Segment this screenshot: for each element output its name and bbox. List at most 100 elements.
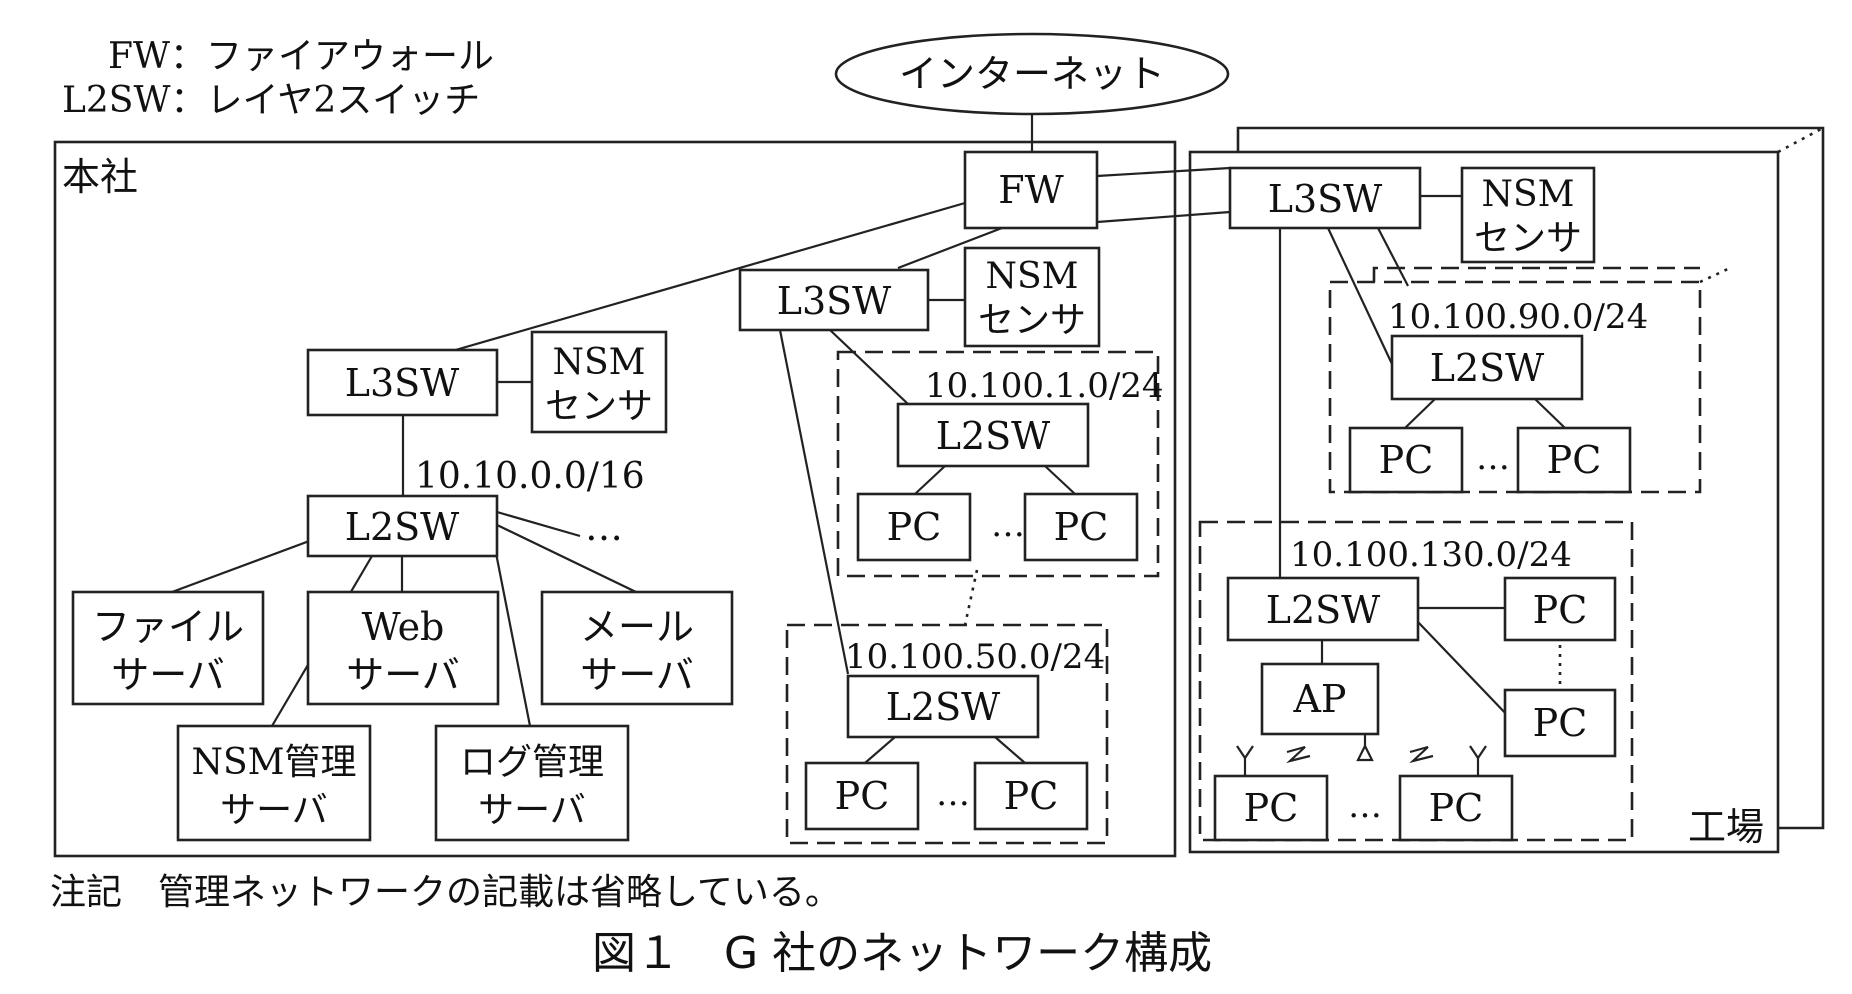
l3sw-office-node [738, 268, 930, 332]
seg90-pc1-label: PC [1379, 438, 1434, 482]
legend-fw: FW：ファイアウォール [108, 36, 494, 77]
seg1-ellipsis: … [991, 505, 1025, 545]
link-seg1-pc2 [1044, 465, 1076, 495]
nsm-sensor-office-line1: NSM [985, 256, 1078, 297]
seg90-net-label: 10.100.90.0/24 [1388, 297, 1648, 337]
web-server-line1: Web [362, 605, 445, 649]
nsm-mgmt-server-node [176, 724, 372, 842]
seg130-pc-wireless2-label: PC [1429, 786, 1484, 830]
internet-label: インターネット [899, 52, 1165, 96]
nsm-sensor-office-node [963, 246, 1101, 348]
wireless-antennas [1236, 734, 1487, 778]
seg130-ap-label: AP [1292, 677, 1346, 721]
segment-10-100-90-stack [1372, 266, 1700, 282]
factory-frame [1188, 150, 1780, 854]
seg90-pc2-node [1516, 426, 1632, 494]
seg50-net-label: 10.100.50.0/24 [845, 637, 1105, 677]
seg50-pc1-node [804, 761, 920, 831]
web-server-node [306, 590, 500, 706]
seg50-pc2-node [973, 761, 1089, 831]
hq-label: 本社 [62, 155, 138, 199]
link-seg90-pc1 [1404, 398, 1436, 429]
link-factory-l3sw-seg90 [1327, 227, 1393, 365]
wireless-signal-icon [1286, 745, 1434, 764]
factory-frame-back [1236, 126, 1825, 830]
seg50-l2sw-node [846, 674, 1040, 739]
seg130-pc-wireless1-node [1213, 774, 1329, 842]
nsm-sensor-main-line2: センサ [545, 386, 653, 427]
seg90-ellipsis: … [1476, 438, 1510, 478]
file-server-line1: ファイル [92, 605, 244, 649]
seg130-pc-wireless2-node [1398, 774, 1514, 842]
factory-nsm-sensor-node [1460, 166, 1596, 264]
mail-server-line1: メール [580, 605, 694, 649]
seg90-stack-dots [1699, 266, 1731, 284]
link-l3sw-seg50 [778, 329, 850, 675]
seg50-pc1-label: PC [835, 774, 890, 818]
factory-l3sw-node [1228, 166, 1422, 230]
factory-label: 工場 [1688, 805, 1764, 849]
hq-frame [53, 140, 1177, 858]
nsm-sensor-main-line1: NSM [552, 342, 645, 383]
factory-frame-stack-dots [1777, 126, 1824, 154]
mail-server-node [540, 590, 734, 706]
l2sw-main-node [306, 494, 499, 558]
link-seg1-pc1 [914, 465, 946, 495]
link-fw-factory-1 [1096, 166, 1231, 178]
seg130-pc-wired1-node [1503, 576, 1617, 642]
seg1-l2sw-label: L2SW [936, 414, 1051, 458]
web-server-line2: サーバ [346, 653, 460, 697]
link-fw-l3sw-main [451, 201, 966, 353]
nsm-mgmt-server-line2: サーバ [220, 790, 328, 831]
link-seg90-pc2 [1534, 398, 1566, 429]
factory-nsm-sensor-line1: NSM [1481, 174, 1574, 215]
seg50-l2sw-label: L2SW [886, 685, 1001, 729]
factory-l3sw-label: L3SW [1268, 177, 1383, 221]
l2sw-main-more: … [585, 505, 623, 549]
diagram-note: 注記 管理ネットワークの記載は省略している。 [50, 872, 841, 913]
nsm-sensor-main-node [530, 330, 668, 434]
log-mgmt-server-node [434, 724, 630, 842]
seg130-l2sw-label: L2SW [1266, 588, 1381, 632]
seg130-pc-wired1-label: PC [1533, 588, 1588, 632]
seg1-pc2-node [1023, 492, 1139, 562]
link-l3sw-seg1 [829, 329, 909, 405]
seg130-pc-wireless1-label: PC [1244, 786, 1299, 830]
seg90-pc1-node [1348, 426, 1464, 494]
seg130-net-label: 10.100.130.0/24 [1290, 535, 1572, 575]
seg130-l2sw-node [1226, 576, 1420, 642]
seg1-pc1-node [856, 492, 972, 562]
seg90-pc2-label: PC [1547, 438, 1602, 482]
seg1-net-label: 10.100.1.0/24 [925, 366, 1164, 406]
seg1-pc1-label: PC [887, 505, 942, 549]
link-fw-l3sw-office [897, 226, 1003, 270]
fw-label: FW [998, 168, 1063, 212]
file-server-line2: サーバ [111, 653, 225, 697]
link-l2sw-more [496, 510, 581, 538]
nsm-sensor-office-line2: センサ [978, 300, 1086, 341]
segment-10-100-90 [1328, 280, 1702, 494]
nsm-mgmt-server-line1: NSM管理 [191, 742, 356, 783]
legend-l2sw: L2SW：レイヤ2スイッチ [62, 80, 480, 121]
link-seg50-pc2 [994, 736, 1026, 764]
factory-nsm-sensor-line2: センサ [1474, 218, 1582, 259]
seg1-pc2-label: PC [1054, 505, 1109, 549]
log-mgmt-server-line2: サーバ [478, 790, 586, 831]
seg50-pc2-label: PC [1004, 774, 1059, 818]
seg-stack-dots-hq [963, 569, 979, 626]
l3sw-main-label: L3SW [345, 361, 460, 405]
seg90-l2sw-label: L2SW [1430, 346, 1545, 390]
link-seg50-pc1 [864, 736, 896, 764]
figure-caption: 図１ G 社のネットワーク構成 [592, 928, 1212, 979]
link-seg130-pc2 [1417, 621, 1511, 719]
l3sw-office-label: L3SW [777, 279, 892, 323]
seg130-ellipsis: … [1348, 786, 1382, 826]
seg130-pc-wired2-label: PC [1533, 701, 1588, 745]
fw-node [963, 150, 1099, 230]
log-mgmt-server-line1: ログ管理 [460, 742, 604, 783]
seg130-ap-node [1260, 662, 1380, 736]
l3sw-main-node [306, 348, 499, 417]
seg1-l2sw-node [896, 402, 1090, 468]
